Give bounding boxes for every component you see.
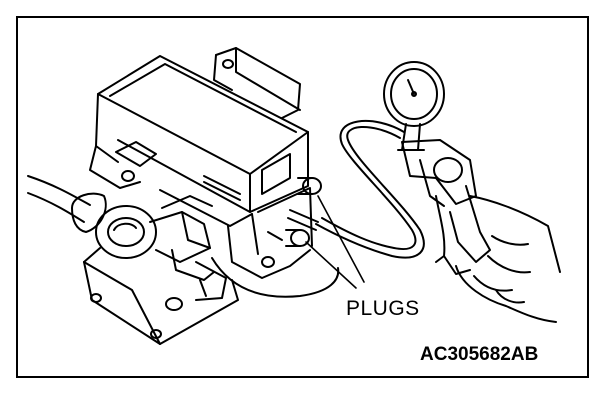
plugs-leader-lines <box>305 195 365 289</box>
figure-frame <box>16 16 589 378</box>
canister-body <box>95 55 309 213</box>
hand <box>455 195 561 323</box>
tester-hose <box>315 120 425 259</box>
pressure-gauge <box>383 61 445 151</box>
base-plate <box>83 247 239 345</box>
canister-ports <box>285 177 322 247</box>
canister-base <box>89 141 340 298</box>
left-hose <box>27 175 91 223</box>
plugs-callout-label: PLUGS <box>346 297 420 320</box>
vacuum-pump-tester <box>401 139 491 275</box>
figure-code: AC305682AB <box>420 344 539 365</box>
purge-valve-assembly <box>71 192 227 311</box>
mounting-bracket <box>213 47 301 119</box>
